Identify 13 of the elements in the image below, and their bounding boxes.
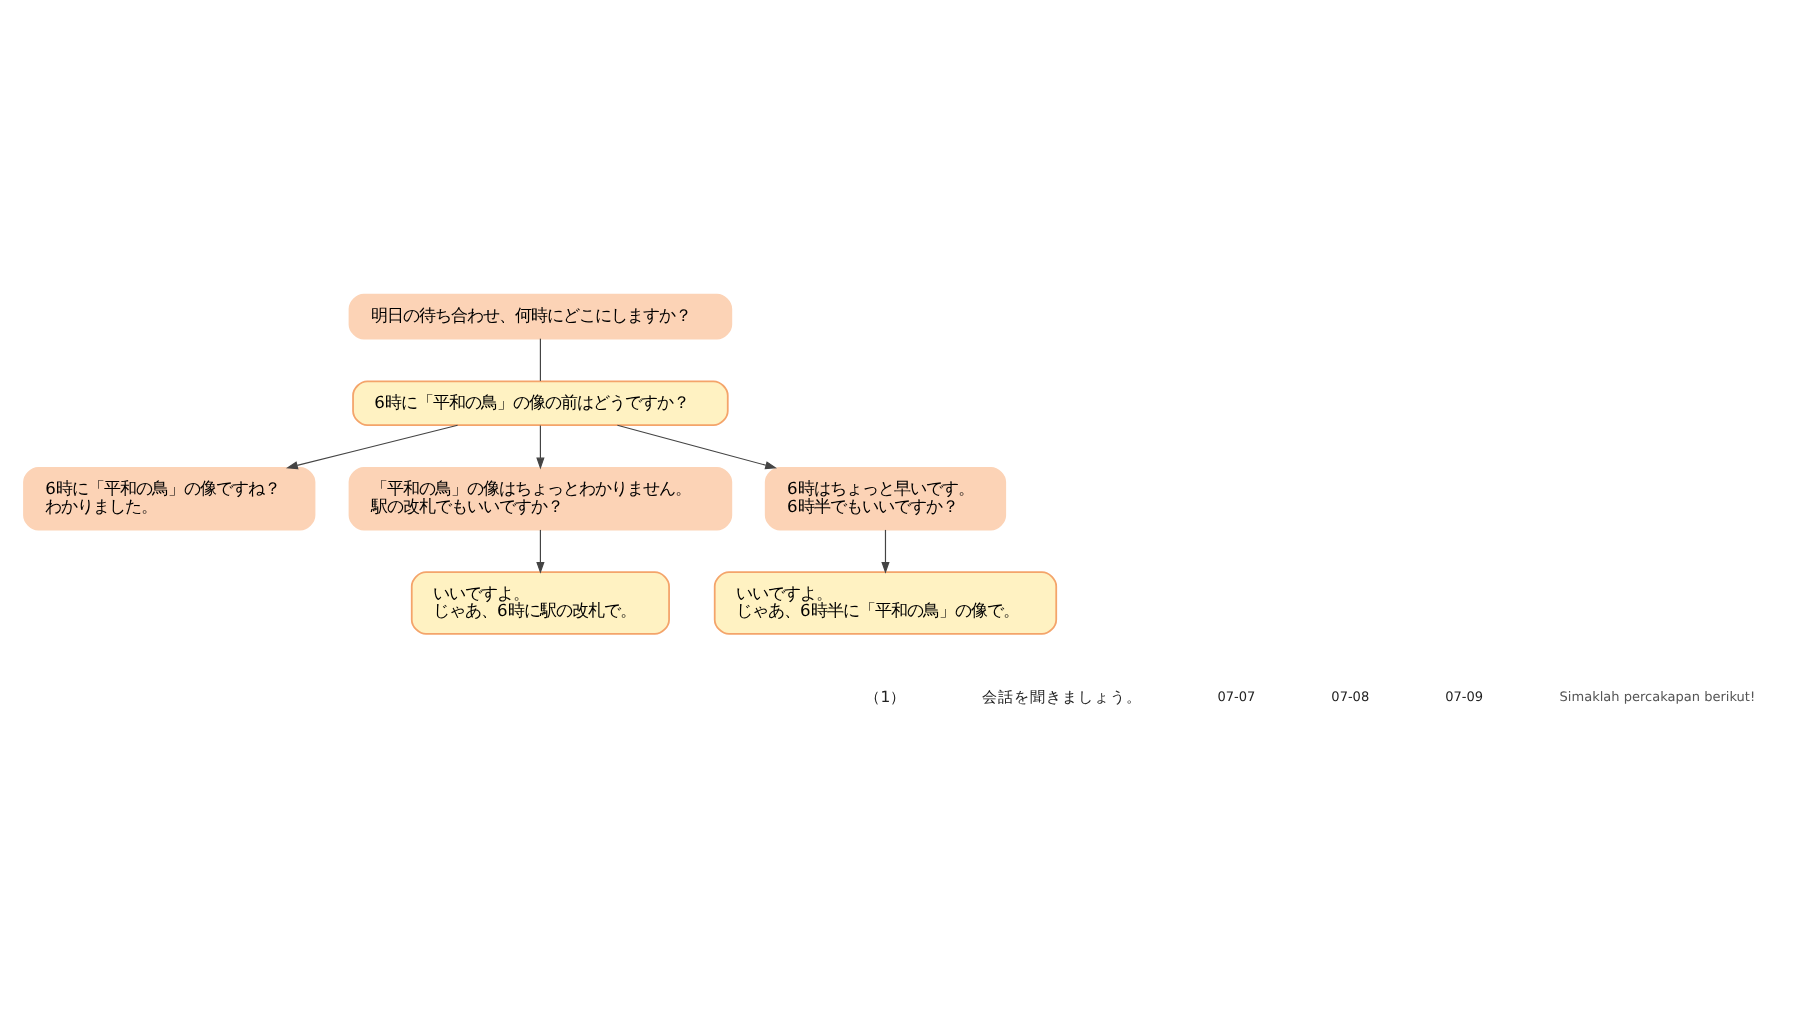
arrow (536, 423, 545, 469)
arrow (536, 528, 545, 573)
node-box: いいですよ。 じゃあ、6時に駅の改札で。 (410, 570, 670, 634)
node-box: いいですよ。 じゃあ、6時半に「平和の鳥」の像で。 (713, 570, 1058, 634)
node-box: 6時はちょっと早いです。 6時半でもいいですか？ (764, 466, 1007, 530)
arrow (881, 528, 890, 573)
connector (539, 337, 541, 381)
arrow (616, 423, 778, 469)
node-box: 6時に「平和の鳥」の像ですね？ わかりました。 (23, 466, 316, 530)
node-box: 「平和の鳥」の像はちょっとわかりません。 駅の改札でもいいですか？ (348, 466, 733, 530)
node-box: 明日の待ち合わせ、何時にどこにしますか？ (348, 292, 733, 339)
arrow (286, 423, 459, 469)
node-box: 6時に「平和の鳥」の像の前はどうですか？ (352, 379, 729, 426)
